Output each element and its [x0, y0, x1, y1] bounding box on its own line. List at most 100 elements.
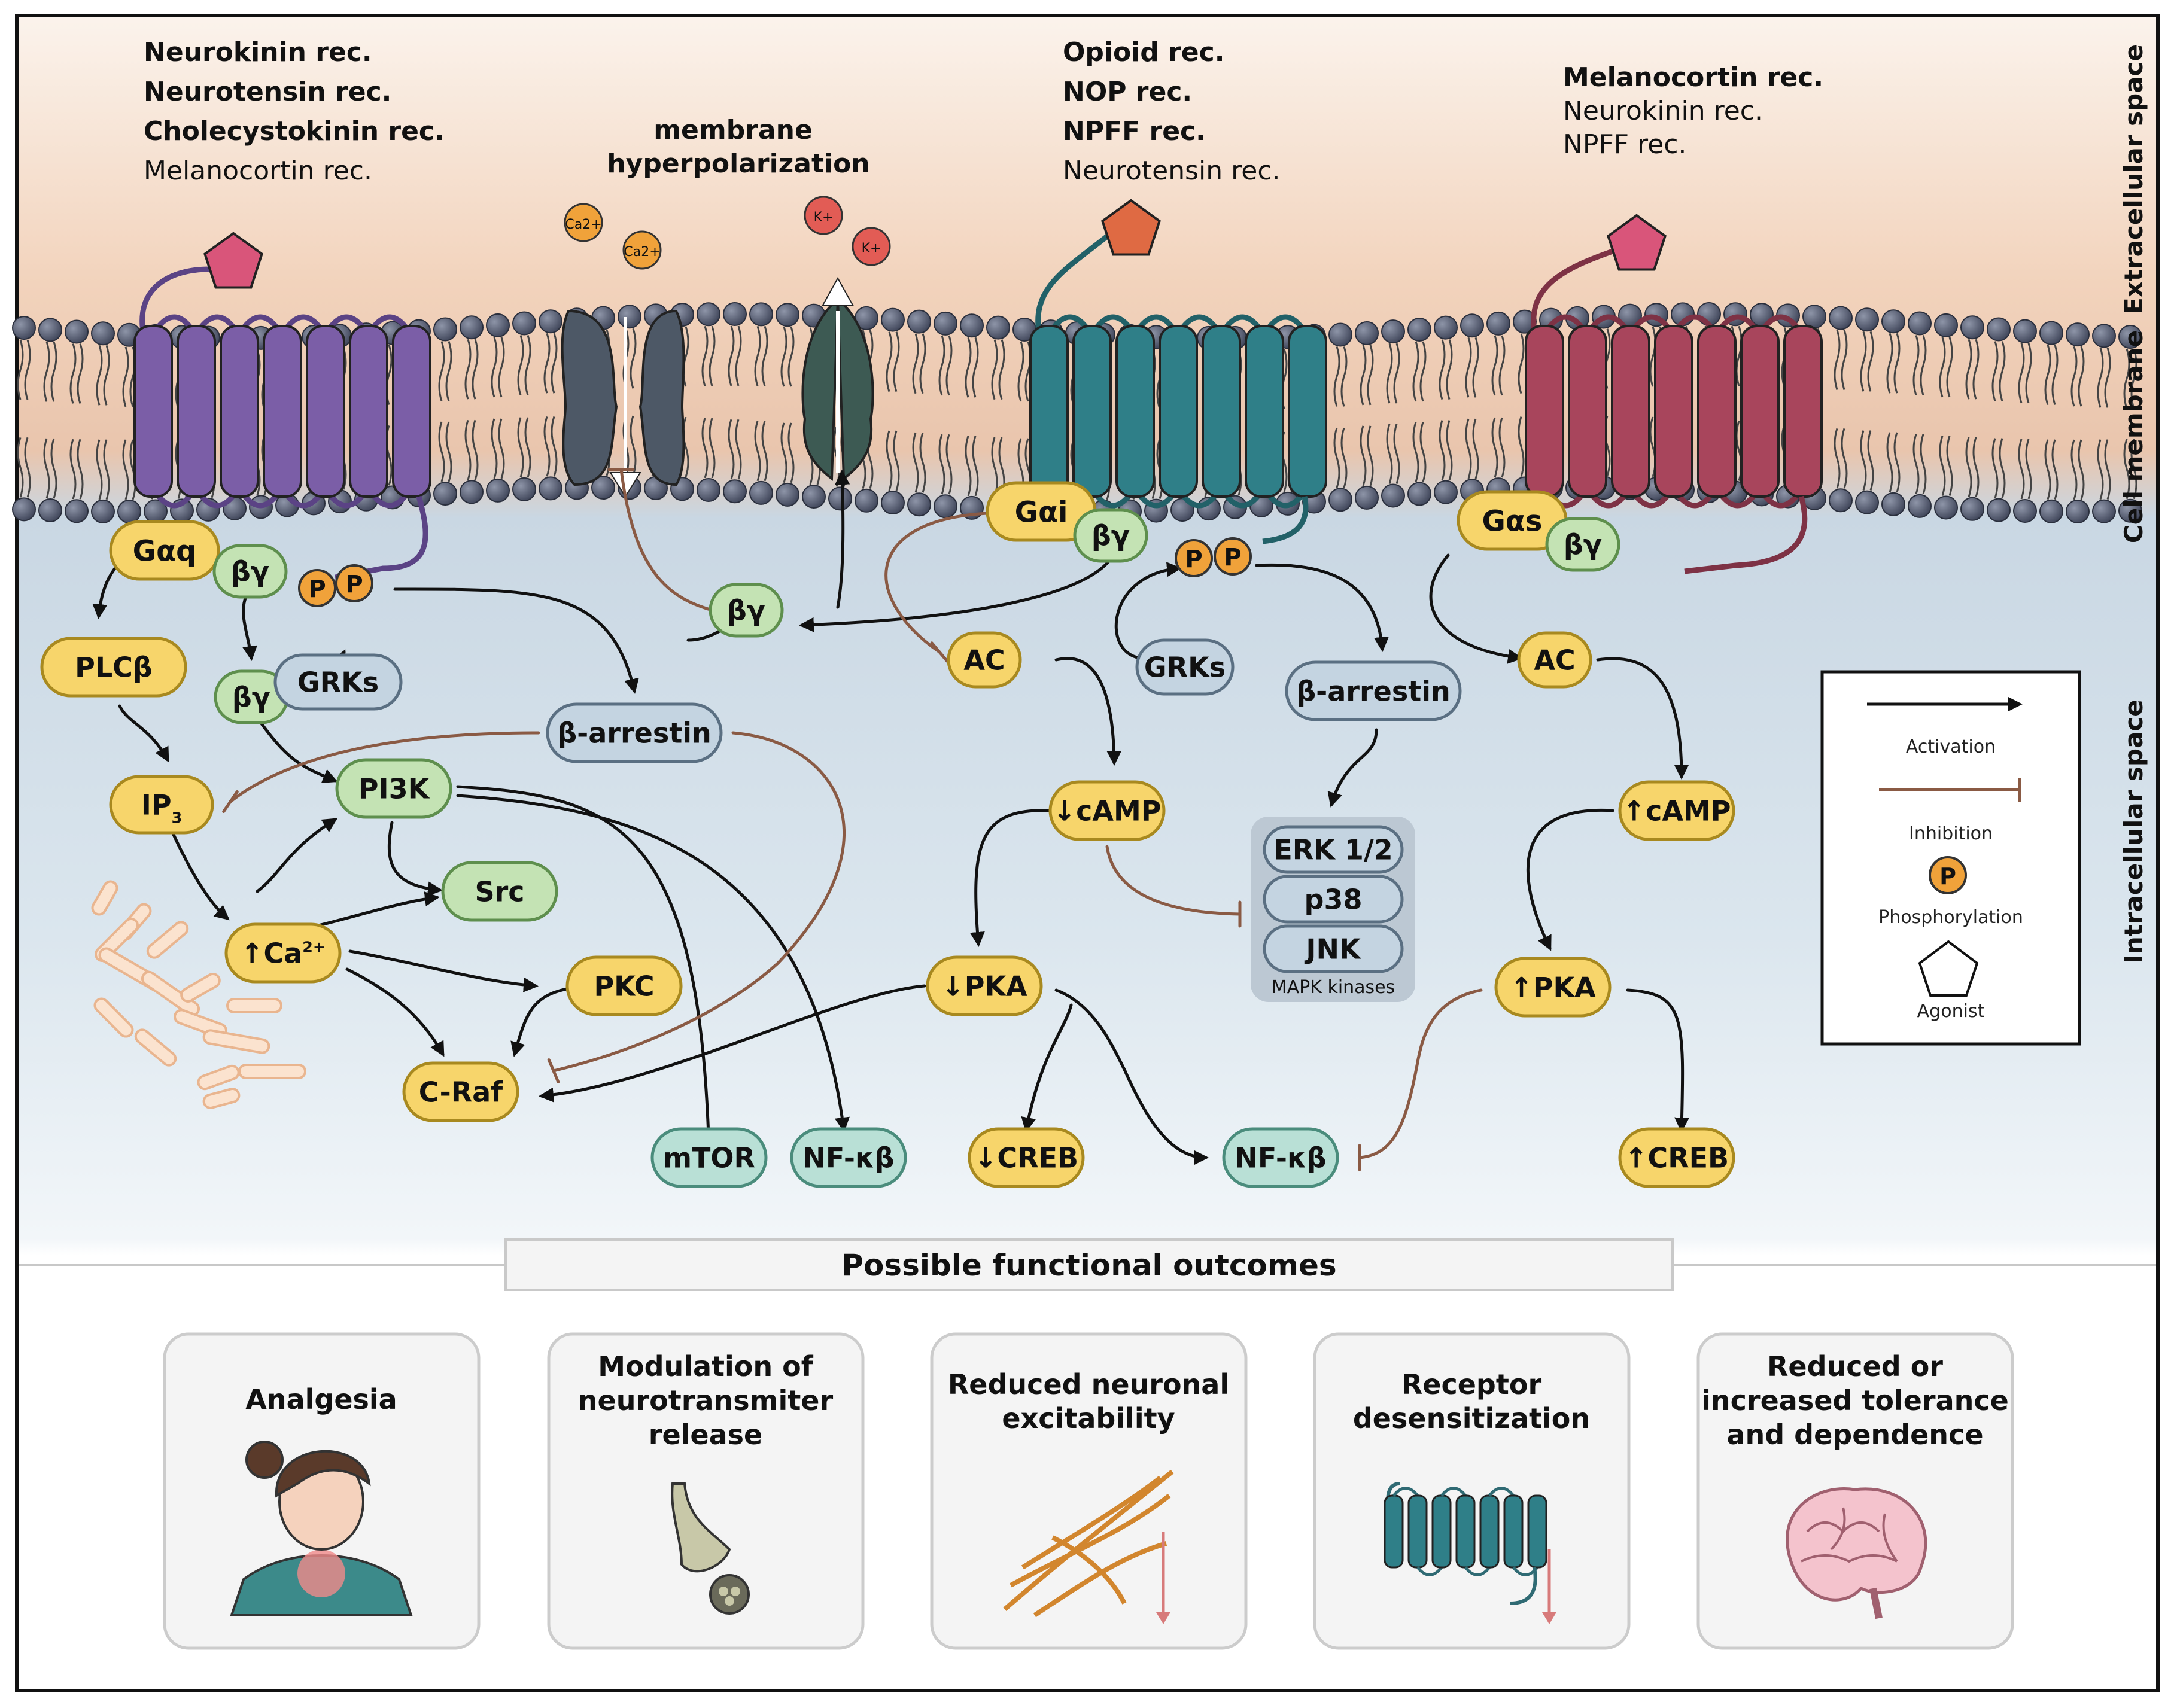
outcome-label: Reduced or: [1767, 1350, 1943, 1383]
camp-up-node-label: ↑cAMP: [1623, 795, 1731, 827]
gai-node-label: Gαi: [1015, 495, 1068, 529]
beta-gamma-node: βγ: [214, 546, 286, 597]
legend: Activation Inhibition P Phosphorylation …: [1822, 672, 2079, 1044]
pi3k-node: PI3K: [337, 760, 451, 817]
extracellular-space-label: Extracellular space: [2119, 44, 2148, 315]
pkc-node-label: PKC: [594, 970, 654, 1003]
calcium-ion-label: Ca2+: [565, 217, 601, 232]
receptor-label: NPFF rec.: [1063, 116, 1206, 147]
mtor-node-label: mTOR: [663, 1142, 755, 1174]
hyperpolarization-line: membrane: [653, 115, 813, 145]
beta-gamma-node-label: βγ: [1091, 520, 1130, 552]
outcome-label: and dependence: [1726, 1418, 1983, 1451]
calcium-node: ↑Ca2+: [226, 924, 340, 982]
receptor-label: Melanocortin rec.: [1563, 62, 1823, 93]
grks-node-label: GRKs: [1144, 651, 1226, 684]
beta-gamma-node-label: βγ: [727, 595, 765, 627]
creb-down-node: ↓CREB: [969, 1129, 1083, 1186]
nfkb-node-label: NF-κβ: [802, 1142, 894, 1174]
receptor-label: NPFF rec.: [1563, 129, 1686, 160]
nfkb-node: NF-κβ: [792, 1129, 905, 1186]
receptor-label: Neurokinin rec.: [144, 37, 372, 68]
grks-node-label: GRKs: [297, 666, 379, 699]
pka-down-node: ↓PKA: [928, 957, 1041, 1015]
outcome-label: Reduced neuronal: [948, 1368, 1229, 1401]
nfkb-node: NF-κβ: [1224, 1129, 1337, 1186]
receptor-label: Opioid rec.: [1063, 37, 1224, 68]
beta-arrestin-node: β-arrestin: [548, 704, 721, 762]
jnk-node-label: JNK: [1304, 933, 1362, 966]
legend-inhibition-label: Inhibition: [1909, 823, 1993, 844]
pkc-node: PKC: [567, 957, 681, 1015]
pka-up-node: ↑PKA: [1496, 958, 1610, 1016]
beta-gamma-node: βγ: [1547, 519, 1619, 570]
phospho-p: P: [299, 570, 335, 606]
craf-node-label: C-Raf: [419, 1076, 503, 1109]
svg-text:P: P: [345, 571, 363, 598]
pka-down-node-label: ↓PKA: [941, 970, 1027, 1003]
beta-gamma-node: βγ: [1075, 510, 1147, 561]
beta-arrestin-node-label: β-arrestin: [1296, 675, 1451, 708]
outcome-label: release: [649, 1418, 762, 1451]
mapk-kinases-label: MAPK kinases: [1272, 977, 1395, 998]
outcomes-title: Possible functional outcomes: [841, 1248, 1336, 1283]
ip3-node: IP3: [111, 777, 212, 833]
beta-gamma-node-label: βγ: [1564, 529, 1602, 561]
grks-node: GRKs: [1137, 640, 1233, 694]
receptor-label: Cholecystokinin rec.: [144, 116, 445, 147]
src-node: Src: [443, 863, 557, 920]
ac-node-label: AC: [1534, 644, 1575, 677]
beta-gamma-node-label: βγ: [232, 681, 270, 714]
outcome-label: neurotransmiter: [578, 1384, 834, 1417]
svg-text:P: P: [1185, 546, 1202, 573]
outcome-label: Modulation of: [598, 1350, 814, 1383]
pi3k-node-label: PI3K: [358, 773, 431, 805]
outcome-cards: Analgesia Modulation ofneurotransmiterrel…: [165, 1334, 2012, 1648]
outcome-label: Receptor: [1401, 1368, 1542, 1401]
creb-up-node-label: ↑CREB: [1625, 1142, 1729, 1174]
jnk-node: JNK: [1264, 926, 1402, 972]
p38-node-label: p38: [1305, 884, 1363, 916]
camp-up-node: ↑cAMP: [1620, 782, 1734, 839]
ac-node-label: AC: [963, 644, 1005, 677]
creb-down-node-label: ↓CREB: [974, 1142, 1078, 1174]
plcb-node-label: PLCβ: [75, 651, 153, 684]
outcome-label: increased tolerance: [1701, 1384, 2009, 1417]
outcome-label: excitability: [1002, 1402, 1175, 1435]
svg-text:P: P: [308, 576, 326, 603]
intracellular-space-label: Intracellular space: [2119, 699, 2148, 964]
beta-gamma-node-label: βγ: [231, 556, 269, 588]
receptor-label: Neurotensin rec.: [1063, 156, 1281, 186]
erk-node: ERK 1/2: [1264, 827, 1402, 872]
gaq-node-label: Gαq: [133, 534, 197, 568]
phospho-p: P: [336, 565, 372, 601]
receptor-label: Melanocortin rec.: [144, 156, 372, 186]
ac-node: AC: [1519, 633, 1591, 687]
potassium-ion-label: K+: [862, 241, 881, 256]
legend-phosphorylation-symbol: P: [1939, 863, 1956, 890]
p38-node: p38: [1264, 876, 1402, 922]
creb-up-node: ↑CREB: [1620, 1129, 1734, 1186]
svg-text:P: P: [1224, 544, 1241, 571]
gaq-node: Gαq: [111, 522, 218, 579]
outcome-label: desensitization: [1353, 1402, 1590, 1435]
legend-phosphorylation-label: Phosphorylation: [1878, 907, 2023, 928]
pka-up-node-label: ↑PKA: [1510, 972, 1596, 1004]
beta-gamma-node: βγ: [710, 584, 782, 636]
receptor-label: Neurokinin rec.: [1563, 96, 1763, 126]
beta-arrestin-node-label: β-arrestin: [557, 717, 712, 750]
nfkb-node-label: NF-κβ: [1235, 1142, 1326, 1174]
phospho-p: P: [1176, 540, 1212, 576]
plcb-node: PLCβ: [42, 638, 186, 696]
src-node-label: Src: [475, 876, 524, 908]
phospho-p: P: [1215, 538, 1251, 574]
camp-down-node-label: ↓cAMP: [1053, 795, 1162, 827]
outcome-label: Analgesia: [245, 1383, 397, 1415]
legend-agonist-label: Agonist: [1917, 1001, 1985, 1022]
outcome-card: Analgesia: [165, 1334, 479, 1648]
